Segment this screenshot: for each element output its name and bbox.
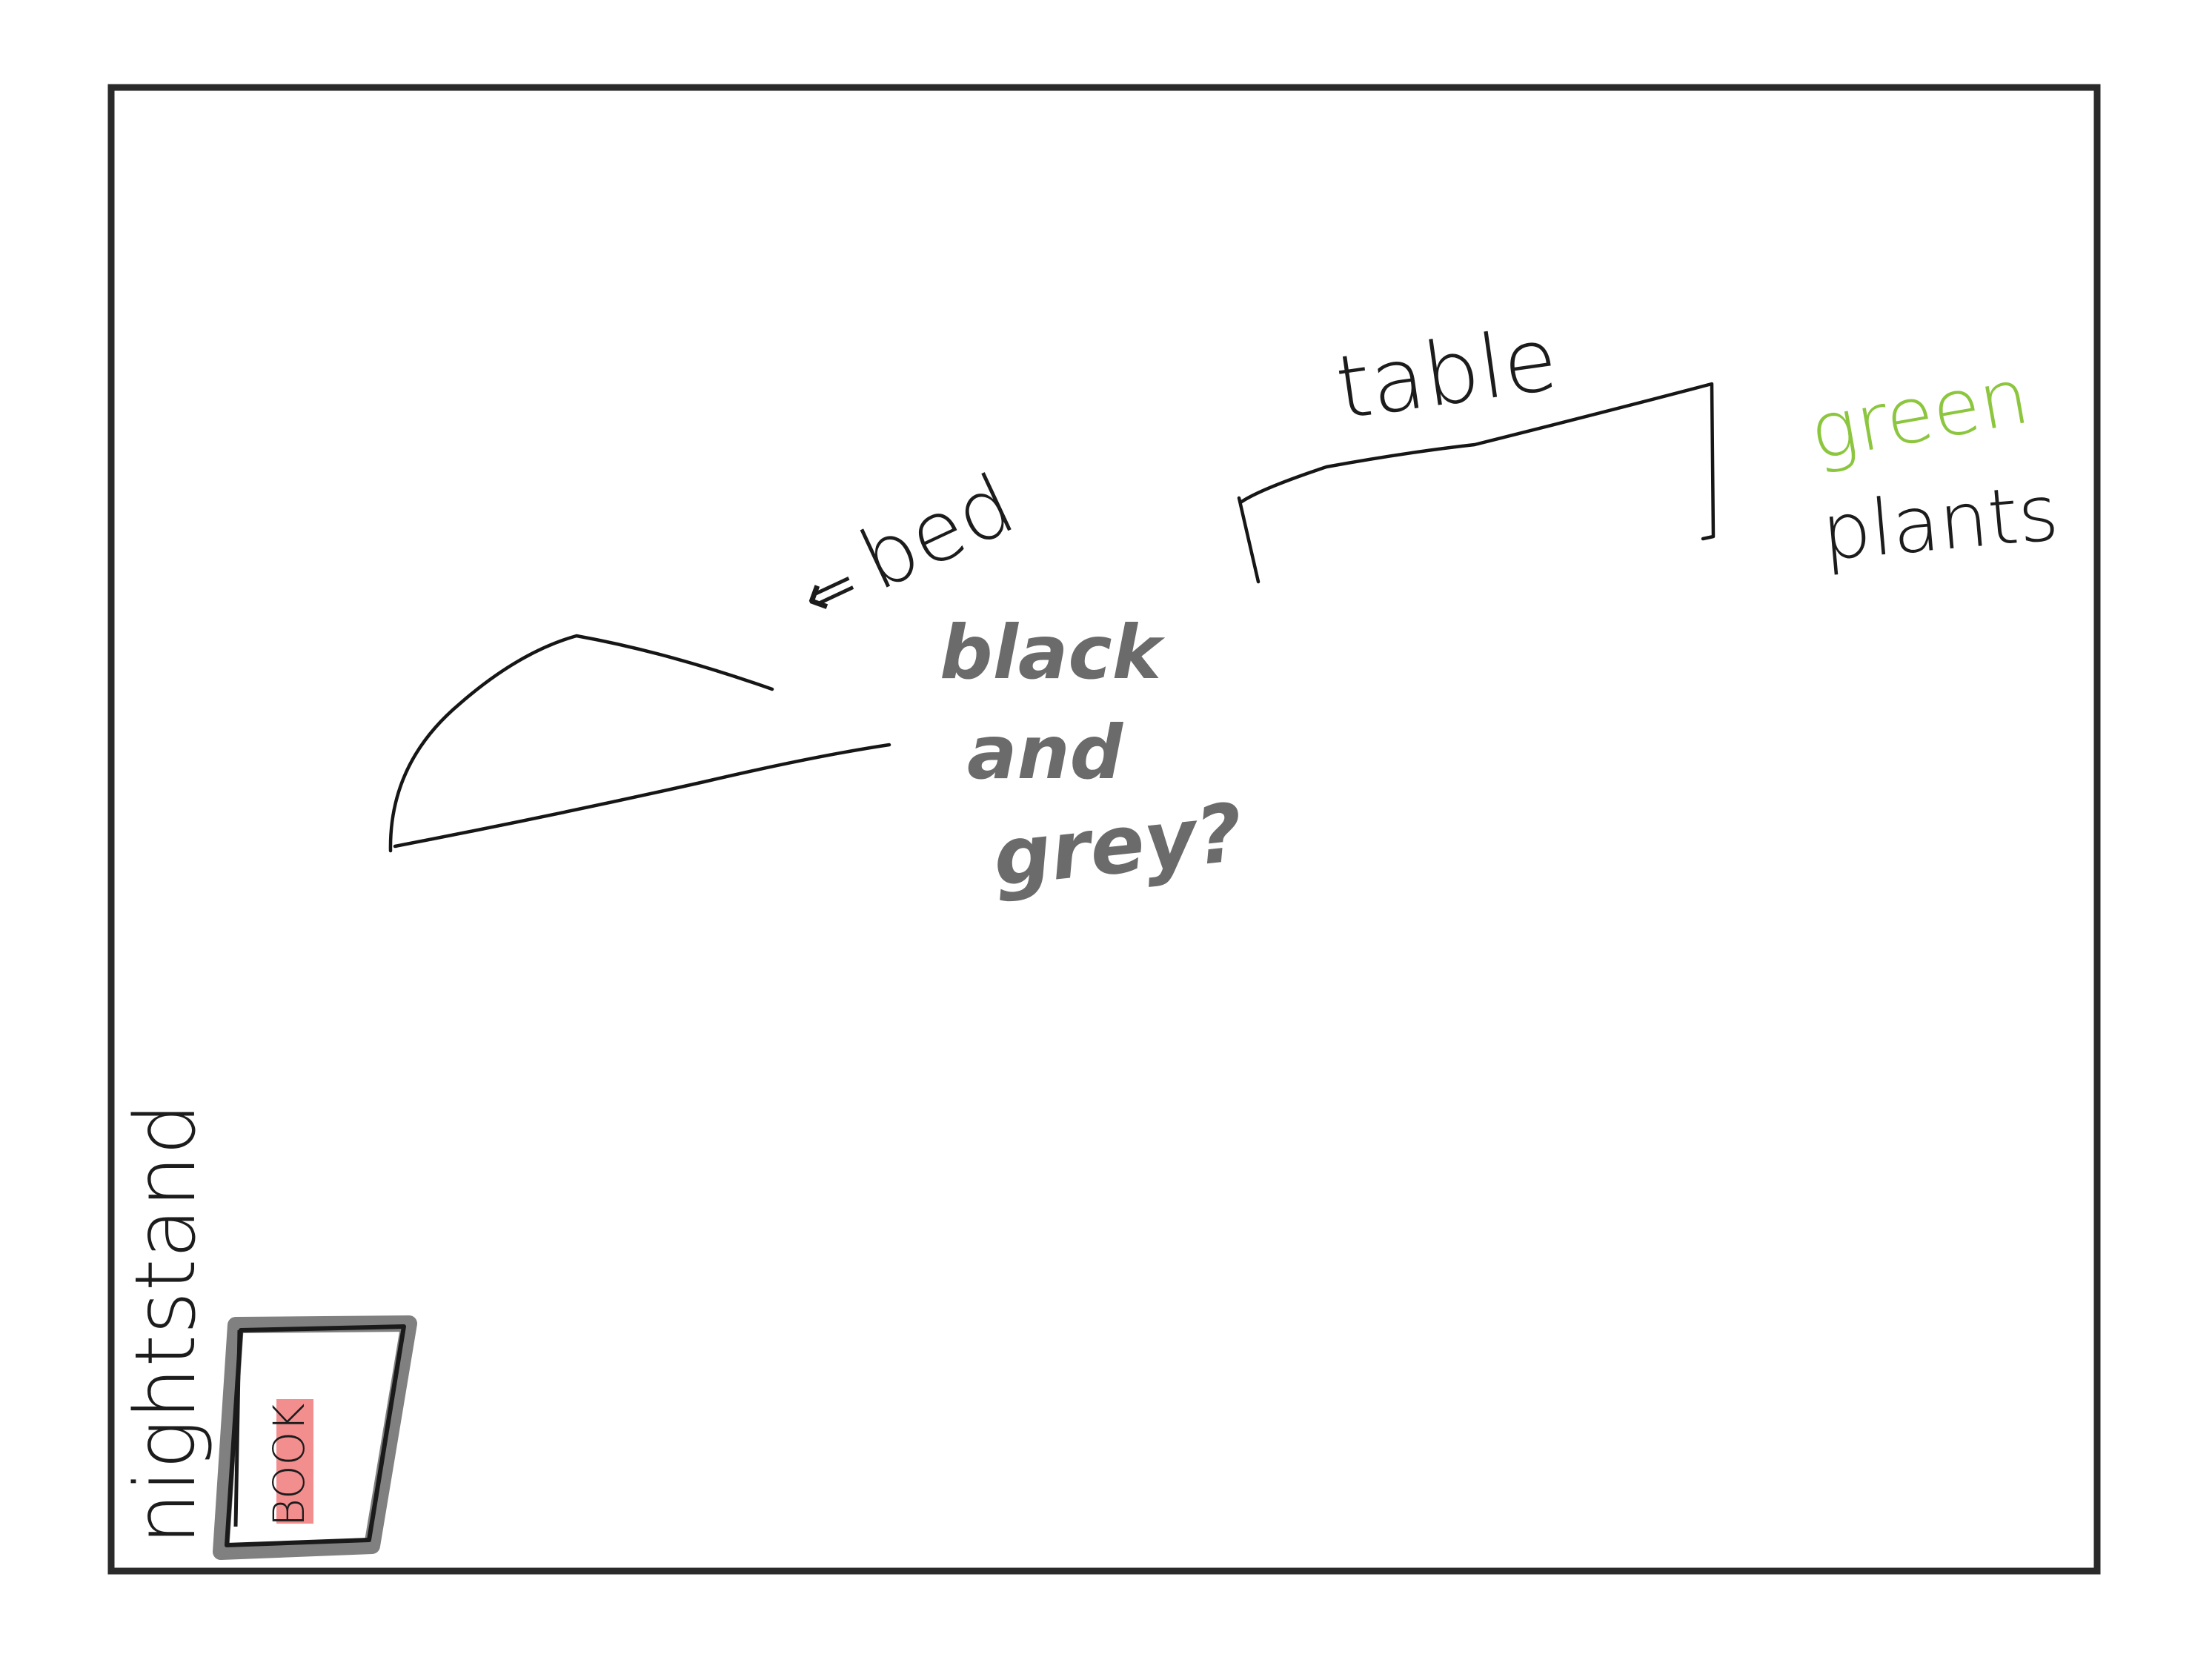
color-note-line-2: and <box>967 709 1124 796</box>
plants-label: plants <box>1819 468 2062 578</box>
room-border <box>107 84 2101 1575</box>
color-note-line-3: grey? <box>989 786 1247 905</box>
nightstand-outline <box>225 1324 406 1547</box>
bed-label: bed <box>846 456 1028 609</box>
plants-color-label: green <box>1803 351 2035 478</box>
book-highlight <box>276 1399 313 1524</box>
nightstand-shading <box>213 1315 417 1560</box>
table-outline <box>1237 382 1716 584</box>
nightstand-edge <box>233 1329 242 1527</box>
nightstand: BOOK <box>213 1315 417 1560</box>
nightstand-label: nightstand <box>118 1103 214 1545</box>
bed-outline <box>388 634 891 853</box>
bed-arrow: ⇐ <box>791 547 869 635</box>
book-label: BOOK <box>264 1404 314 1527</box>
table-label: table <box>1330 307 1564 439</box>
color-note-line-1: black <box>940 609 1166 696</box>
